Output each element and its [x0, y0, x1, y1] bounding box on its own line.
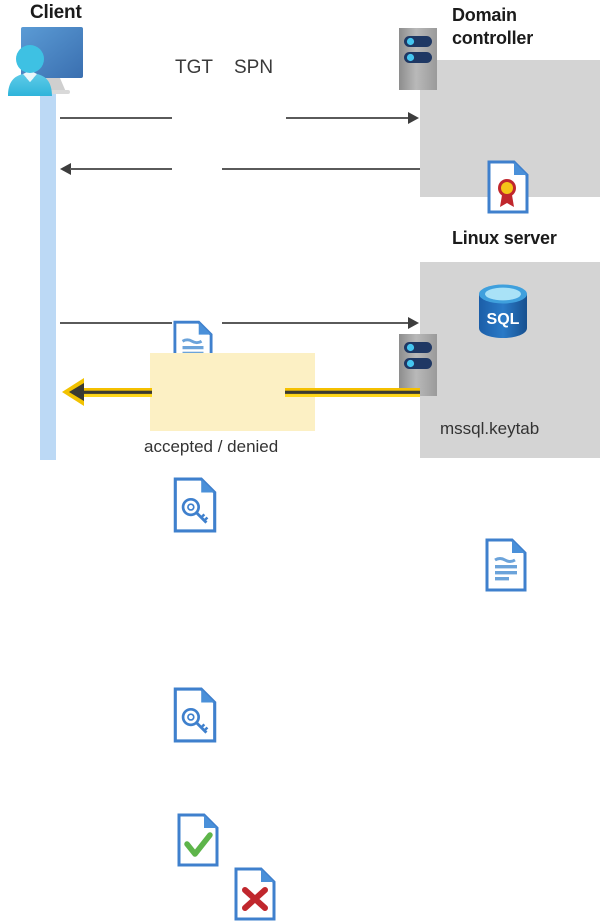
- flow-2-wire-left: [70, 168, 172, 170]
- keytab-label: mssql.keytab: [440, 419, 540, 438]
- domain-controller-rack-icon: [399, 28, 437, 90]
- ticket-key-document-icon: [173, 477, 600, 533]
- flow-1-wire-left: [60, 117, 172, 119]
- request-key-document-icon: [173, 687, 600, 743]
- dc-title-line-2: controller: [452, 28, 534, 48]
- page-title-domain-controller: Domain controller: [452, 4, 600, 50]
- page-title-linux-server: Linux server: [452, 228, 557, 248]
- flow-1-wire-right: [286, 117, 410, 119]
- flow-4-arrowhead-inner: [69, 383, 84, 401]
- flow-1-arrowhead: [408, 112, 419, 124]
- denied-document-icon: [234, 867, 600, 921]
- flow-2-arrowhead: [60, 163, 71, 175]
- flow-3-wire-left: [60, 322, 172, 324]
- flow-3-arrowhead: [408, 317, 419, 329]
- dc-title-line-1: Domain: [452, 5, 517, 25]
- page-title-client: Client: [30, 2, 82, 23]
- tgt-label: TGT: [175, 57, 213, 78]
- flow-4-bar-right: [285, 388, 420, 397]
- svg-text:SQL: SQL: [487, 311, 520, 328]
- keytab-document-icon: [485, 538, 600, 592]
- flow-4-bar-left: [82, 388, 152, 397]
- client-icon: [4, 26, 96, 98]
- accepted-document-icon: [177, 813, 600, 867]
- sql-database-icon: SQL: [477, 283, 529, 344]
- flow-2-wire-right: [222, 168, 420, 170]
- client-beam: [40, 70, 56, 460]
- result-label: accepted / denied: [144, 437, 279, 456]
- spn-label: SPN: [234, 57, 274, 78]
- kerberos-flow-diagram: Client: [4, 2, 600, 921]
- certificate-document-icon: [487, 160, 600, 214]
- flow-3-wire-right: [222, 322, 410, 324]
- linux-server-rack-icon: [399, 334, 437, 396]
